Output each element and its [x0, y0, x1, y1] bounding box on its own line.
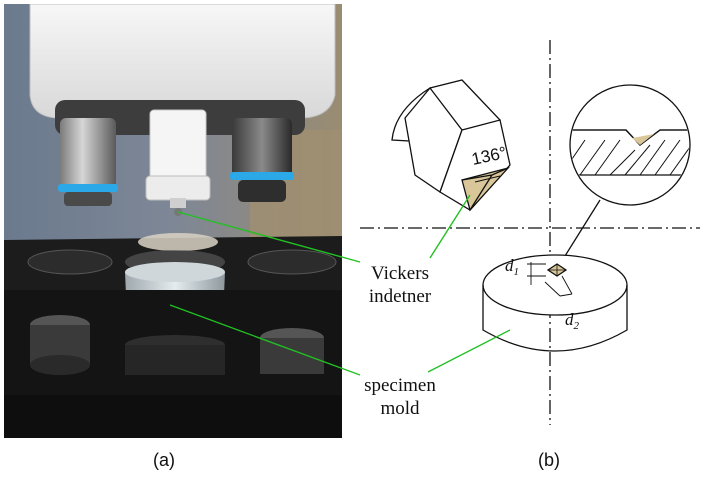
vickers-label-line1: Vickers — [371, 263, 429, 284]
specimen-disc — [482, 254, 628, 352]
specimen-label-line2: mold — [380, 398, 420, 419]
indenter-drawing — [391, 79, 511, 212]
vickers-label-line2: indetner — [368, 286, 432, 307]
leader-lines — [169, 194, 511, 376]
vickers-diagram — [169, 40, 700, 425]
d2-label: d2 — [565, 310, 580, 332]
specimen-mold-label: specimen mold — [340, 374, 460, 420]
panel-b-caption: (b) — [538, 450, 560, 470]
d1-label: d1 — [505, 256, 519, 278]
panel-a-caption: (a) — [153, 450, 175, 470]
vickers-indenter-label: Vickers indetner — [340, 262, 460, 308]
indent-zoom-circle — [554, 84, 691, 273]
specimen-label-line1: specimen — [364, 375, 436, 396]
microscope-photo — [4, 4, 342, 438]
